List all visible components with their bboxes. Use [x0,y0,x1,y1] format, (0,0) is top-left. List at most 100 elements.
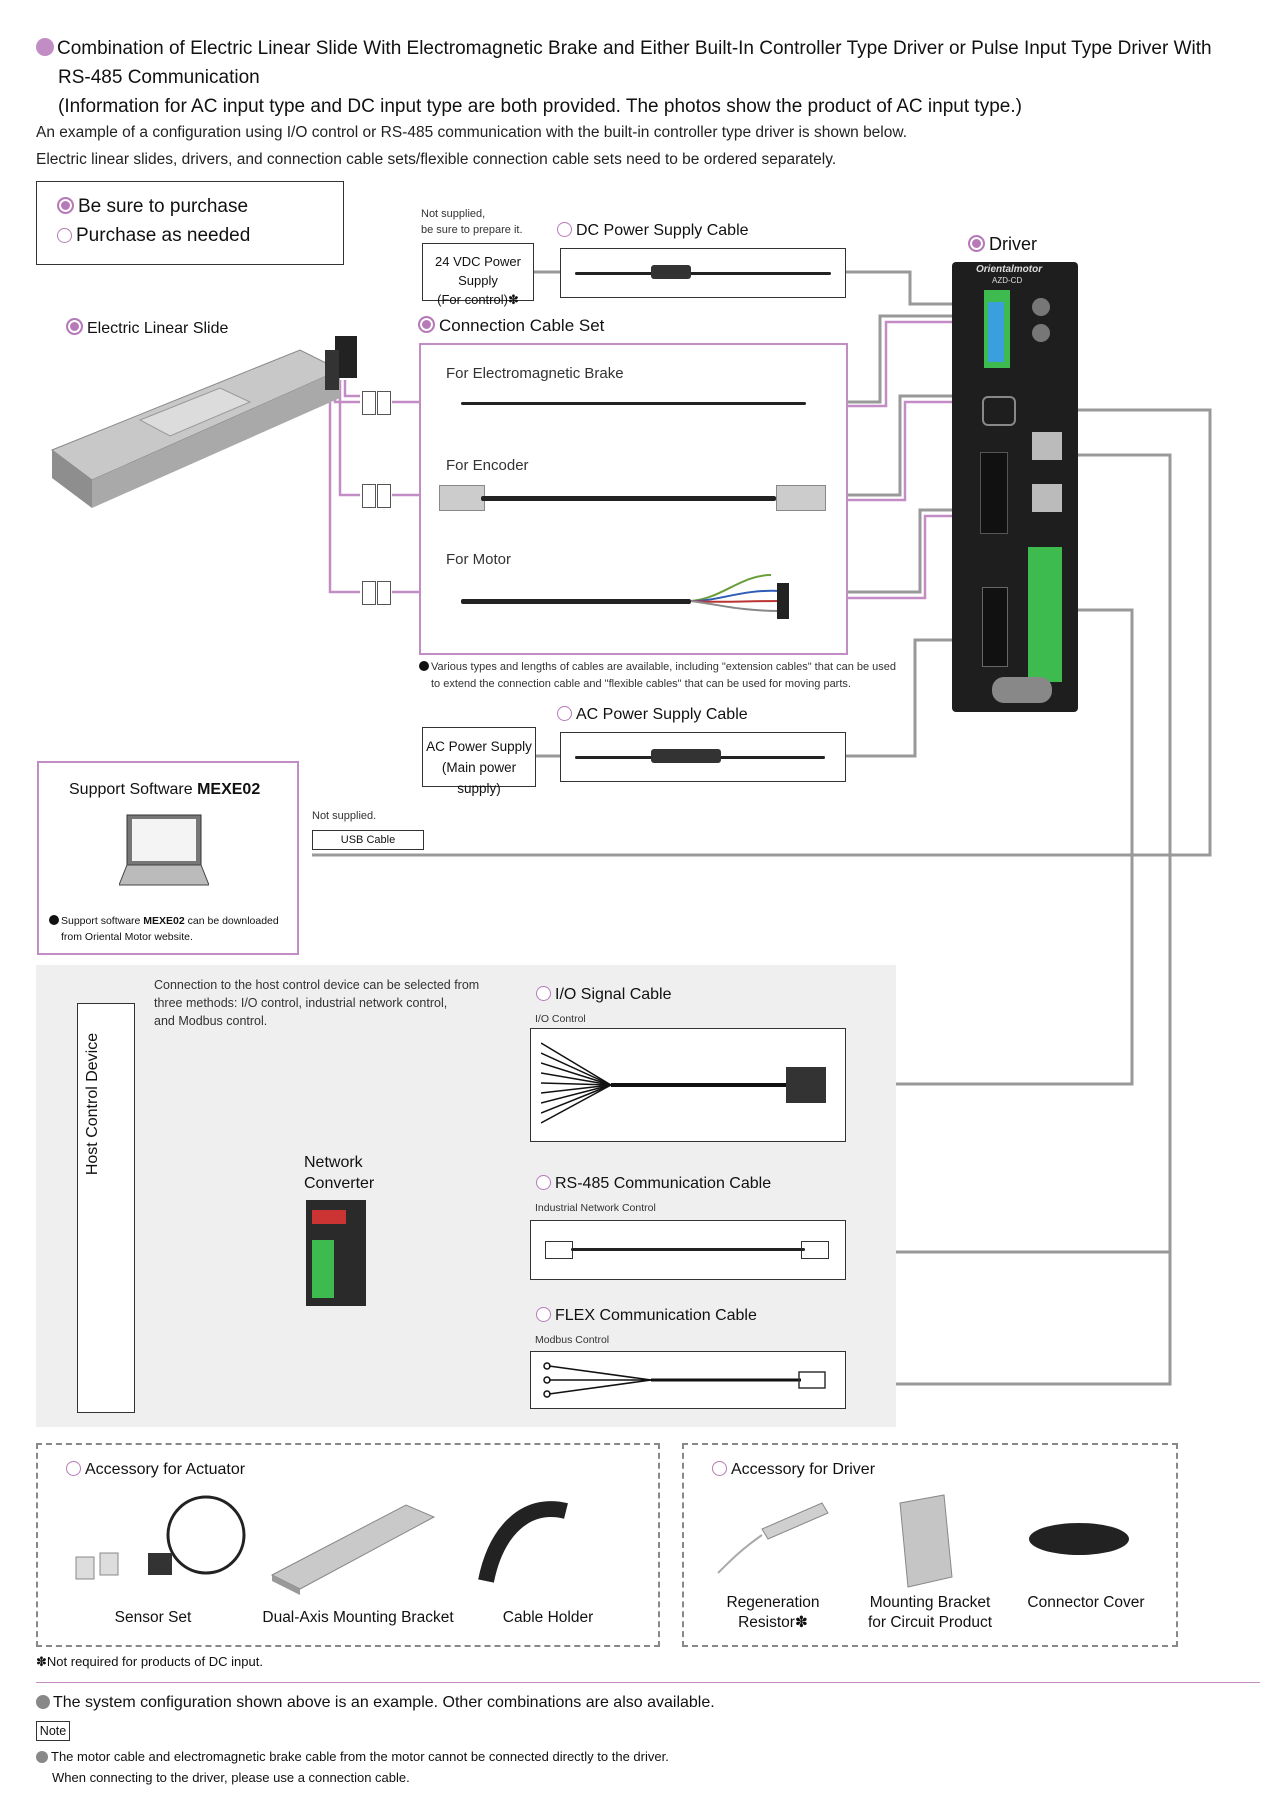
usb-note: Not supplied. [312,810,377,822]
optional-icon [57,228,72,243]
connector-icon [377,484,391,508]
note-label: Note [36,1721,70,1741]
connector-icon [377,581,391,605]
sensor-set-image [75,1495,246,1580]
software-title: Support Software MEXE02 [69,781,261,798]
motor-connector [980,452,1008,534]
connector-icon [362,581,376,605]
rs485-cable-title: RS-485 Communication Cable [536,1175,771,1193]
bullet-icon [49,915,59,925]
motor-leads-image [690,574,789,619]
slide-title: Electric Linear Slide [66,318,228,338]
usb-cable: USB Cable [312,830,424,850]
legend-optional: Purchase as needed [76,225,251,246]
ground-terminal [992,677,1052,703]
brake-cable-label: For Electromagnetic Brake [446,365,624,382]
optional-icon [712,1461,727,1476]
laptop-icon [119,814,209,886]
title-line3: (Information for AC input type and DC in… [58,96,1022,117]
cable-set-title: Connection Cable Set [418,316,604,336]
motor-cable-image [461,599,691,604]
ac-power-supply: AC Power Supply(Main power supply) [422,727,536,796]
regeneration-resistor-image [717,1502,829,1574]
io-terminal [1028,547,1062,682]
cable-set-note: Various types and lengths of cables are … [419,659,896,693]
sensor-set-label: Sensor Set [114,1609,192,1626]
host-description: Connection to the host control device ca… [154,978,480,1028]
encoder-cable-image [481,496,776,501]
dc-cable-title: DC Power Supply Cable [557,222,749,240]
rj45-port [1032,484,1062,512]
driver-dial [1032,324,1050,342]
brake-cable-image [461,402,806,405]
support-software-box: Support Software MEXE02 Support software… [37,761,299,955]
host-label: Host Control Device [84,1032,101,1176]
optional-icon [536,986,551,1001]
accessory-actuator-title: Accessory for Actuator [66,1461,245,1479]
info-bullet-icon [36,1695,50,1709]
rs485-cable-sub: Industrial Network Control [535,1202,656,1214]
rj45-port [1032,432,1062,460]
mounting-bracket-circuit-image [899,1494,953,1588]
dc-cable-box [560,248,846,298]
optional-icon [536,1175,551,1190]
regeneration-resistor-label: Regeneration Resistor✽ [726,1594,820,1631]
connector-icon [362,484,376,508]
description-1: An example of a configuration using I/O … [36,124,908,141]
optional-icon [557,706,572,721]
optional-icon [557,222,572,237]
description-2: Electric linear slides, drivers, and con… [36,151,837,168]
page-title: Combination of Electric Linear Slide Wit… [36,34,1256,121]
encoder-connector [982,396,1016,426]
accessory-driver-box: Accessory for Driver Regeneration Resist… [682,1443,1178,1647]
encoder-connector-image [776,485,826,511]
power-terminal [982,587,1008,667]
accessory-driver-title: Accessory for Driver [712,1461,875,1479]
flex-cable-title: FLEX Communication Cable [536,1307,757,1325]
connector-cover-label: Connector Cover [1027,1594,1145,1611]
required-icon [66,318,83,335]
electric-linear-slide-image [50,336,357,508]
dc-power-supply: 24 VDC Power Supply(For control)✽ [422,243,534,307]
footer-example: The system configuration shown above is … [36,1694,715,1712]
connector-cover-image [1029,1523,1129,1555]
cable-connector [651,749,721,763]
cable-holder-label: Cable Holder [502,1609,594,1626]
footnote: ✽Not required for products of DC input. [36,1654,263,1669]
flex-cable-box [530,1351,846,1409]
encoder-connector-image [439,485,485,511]
legend-box: Be sure to purchase Purchase as needed [36,181,344,265]
required-icon [57,197,74,214]
dc-supply-note: Not supplied,be sure to prepare it. [421,208,523,236]
title-line2: RS-485 Communication [58,67,260,88]
info-bullet-icon [36,1751,48,1763]
title-line1: Combination of Electric Linear Slide Wit… [57,38,1212,59]
required-icon [418,316,435,333]
io-cable-sub: I/O Control [535,1013,586,1025]
required-dot-icon [36,38,54,56]
footer-note: The motor cable and electromagnetic brak… [36,1746,669,1788]
network-converter-image [306,1200,366,1306]
dual-axis-bracket-label: Dual-Axis Mounting Bracket [262,1609,454,1626]
cable-connector [651,265,691,279]
required-icon [968,235,985,252]
driver-title: Driver [968,234,1037,255]
mounting-bracket-image [270,1504,436,1595]
ac-cable-title: AC Power Supply Cable [557,706,748,724]
bullet-icon [419,661,429,671]
optional-icon [66,1461,81,1476]
connector-icon [377,391,391,415]
encoder-cable-label: For Encoder [446,457,529,474]
cable-set-box: For Electromagnetic Brake For Encoder Fo… [419,343,848,655]
io-cable-image [541,1042,826,1124]
driver-model: AZD-CD [992,276,1023,285]
driver-dial [1032,298,1050,316]
connector-icon [362,391,376,415]
accessory-actuator-box: Accessory for Actuator Sensor Set Dual-A… [36,1443,660,1647]
software-note: Support software MEXE02 can be downloade… [49,913,279,945]
io-cable-box [530,1028,846,1142]
driver-terminal-blue [988,302,1004,362]
flex-cable-sub: Modbus Control [535,1334,610,1346]
